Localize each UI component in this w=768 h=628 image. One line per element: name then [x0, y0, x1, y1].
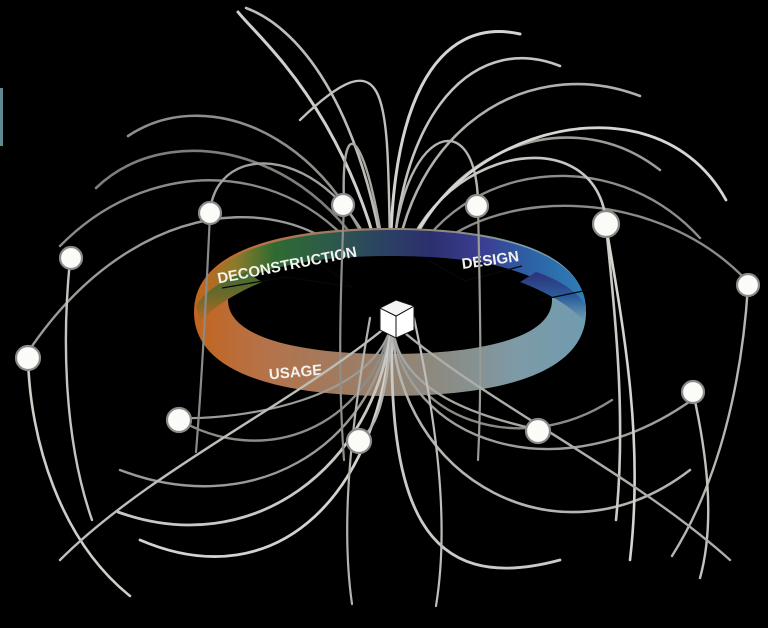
leader-deconstruction-a — [221, 276, 287, 289]
node-n4[interactable] — [591, 209, 621, 239]
node-n3[interactable] — [464, 193, 490, 219]
node-n1[interactable] — [197, 200, 223, 226]
node-n9[interactable] — [165, 406, 193, 434]
node-n11[interactable] — [524, 417, 552, 445]
center-cube — [378, 299, 416, 339]
ring-inner-cutout — [228, 246, 552, 354]
node-n5[interactable] — [58, 245, 84, 271]
node-n2[interactable] — [330, 192, 356, 218]
ring-label-usage: USAGE — [268, 362, 323, 384]
leader-design-b — [464, 265, 523, 282]
node-n6[interactable] — [735, 272, 761, 298]
node-n10[interactable] — [345, 427, 373, 455]
node-n7[interactable] — [14, 344, 42, 372]
field-nodes — [14, 192, 761, 455]
leader-deconstruction-c — [317, 261, 353, 288]
leader-design-c — [539, 289, 589, 301]
label-leader-lines — [221, 259, 589, 301]
field-lines-front — [26, 204, 750, 608]
node-n8[interactable] — [680, 379, 706, 405]
leader-design-a — [427, 259, 466, 282]
left-edge-sliver — [0, 88, 3, 146]
ring-back-band — [196, 230, 587, 312]
